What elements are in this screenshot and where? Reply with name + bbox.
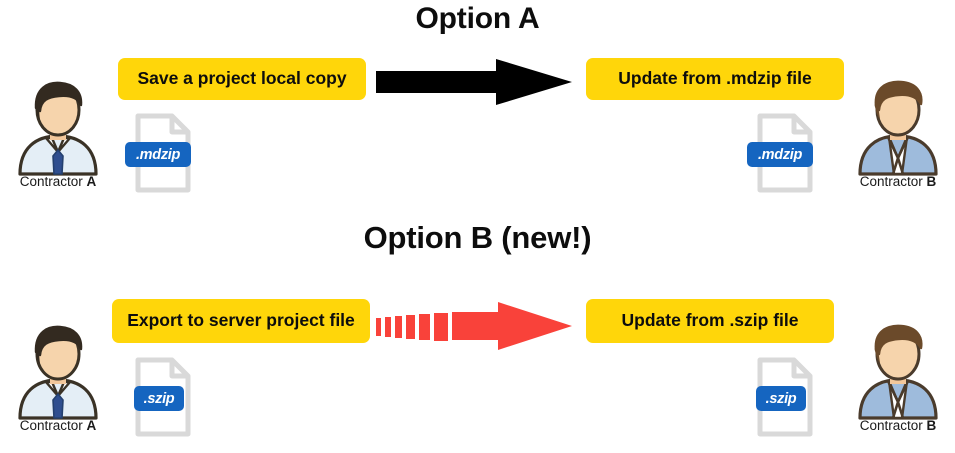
person-label-contractor-b: Contractor B [859, 418, 937, 433]
section-title-option-a: Option A [415, 2, 540, 35]
person-blue-jacket-avatar-icon [858, 324, 938, 420]
arrow-solid-a-to-b [374, 57, 574, 107]
person-label-contractor-a: Contractor A [19, 418, 97, 433]
action-box-export-to-server-project-file[interactable]: Export to server project file [112, 299, 370, 343]
arrow-right-solid-icon [376, 59, 572, 105]
avatar-contractor-b-bottom: Contractor B [848, 322, 948, 433]
action-box-save-project-local-copy[interactable]: Save a project local copy [118, 58, 366, 100]
file-icon-szip-target: .szip [752, 356, 818, 438]
avatar-contractor-a-bottom: Contractor A [8, 322, 108, 433]
file-icon-szip-source: .szip [130, 356, 196, 438]
avatar-contractor-a-top: Contractor A [8, 78, 108, 189]
file-icon-mdzip-source: .mdzip [125, 112, 196, 194]
file-extension-badge: .szip [756, 386, 806, 411]
file-extension-badge: .szip [134, 386, 184, 411]
action-box-update-from-szip[interactable]: Update from .szip file [586, 299, 834, 343]
file-icon-mdzip-target: .mdzip [747, 112, 818, 194]
file-extension-badge: .mdzip [125, 142, 191, 167]
file-extension-badge: .mdzip [747, 142, 813, 167]
person-blue-jacket-avatar-icon [858, 80, 938, 176]
avatar-contractor-b-top: Contractor B [848, 78, 948, 189]
action-box-update-from-mdzip[interactable]: Update from .mdzip file [586, 58, 844, 100]
person-label-contractor-b: Contractor B [859, 174, 937, 189]
person-label-contractor-a: Contractor A [19, 174, 97, 189]
person-with-tie-avatar-icon [18, 81, 98, 176]
person-with-tie-avatar-icon [18, 325, 98, 420]
arrow-right-dashed-icon [376, 302, 572, 350]
section-title-option-b: Option B (new!) [363, 220, 592, 255]
arrow-dashed-a-to-b [374, 300, 574, 352]
